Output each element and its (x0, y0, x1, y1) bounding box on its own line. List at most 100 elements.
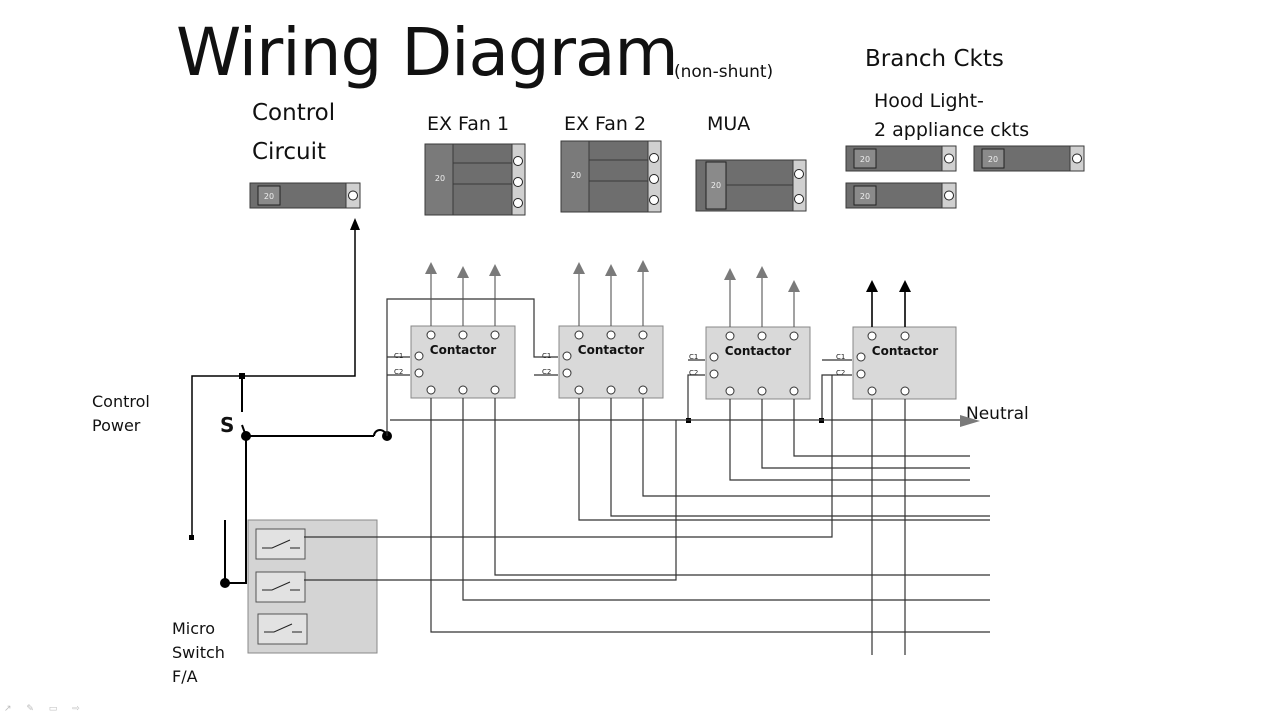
load-line (761, 399, 970, 469)
breaker-rating-text: 20 (264, 192, 274, 201)
svg-text:20: 20 (571, 171, 581, 180)
control-circuit-breaker: 20 (249, 182, 361, 209)
control-power-label-line1: Control (92, 392, 150, 411)
load-line (642, 398, 990, 497)
svg-text:20: 20 (711, 181, 721, 190)
load-terminal (789, 386, 799, 396)
slide-tools-icon[interactable]: ↗ ✎ ▭ ⇨ (4, 704, 86, 714)
line-terminal (725, 331, 735, 341)
load-terminal (867, 386, 877, 396)
contactor-label: Contactor (430, 343, 497, 357)
coil-terminal-c1 (562, 351, 572, 361)
line-terminal (900, 331, 910, 341)
coil-c1-label: C1 (836, 353, 845, 361)
micro-switch-label-line1: Micro (172, 619, 216, 638)
contactor-label: Contactor (578, 343, 645, 357)
coil-terminal-c2 (414, 368, 424, 378)
load-line (610, 398, 990, 517)
feed-arrow (756, 266, 768, 278)
control-power-label-line2: Power (92, 416, 141, 435)
contactor-label: Contactor (872, 344, 939, 358)
load-line (430, 398, 990, 633)
line-terminal (867, 331, 877, 341)
load-terminal (490, 385, 500, 395)
line-terminal (789, 331, 799, 341)
load-line (494, 398, 990, 576)
feed-arrow (573, 262, 585, 274)
coil-terminal-c1 (709, 352, 719, 362)
line-terminal (458, 330, 468, 340)
coil-c1-label: C1 (542, 352, 551, 360)
coil-c1-label: C1 (689, 353, 698, 361)
hood-light-breaker-2: 20 (973, 145, 1085, 172)
micro-switch-box (247, 519, 378, 654)
control-circuit-label-line1: Control (252, 100, 336, 126)
coil-c1-label: C1 (394, 352, 403, 360)
feed-arrow (788, 280, 800, 292)
control-wiring (189, 218, 392, 588)
contactor-label: Contactor (725, 344, 792, 358)
load-terminal (426, 385, 436, 395)
feed-arrow (724, 268, 736, 280)
load-terminal (757, 386, 767, 396)
neutral-label: Neutral (966, 404, 1029, 424)
branch-ckts-label: Branch Ckts (865, 46, 1004, 72)
hood-light-breaker-3: 20 (845, 182, 957, 209)
diagram-title: Wiring Diagram (176, 14, 679, 91)
feed-arrow (899, 280, 911, 292)
coil-c2-label: C2 (836, 369, 845, 377)
svg-text:20: 20 (988, 155, 998, 164)
load-terminal (900, 386, 910, 396)
ex-fan-2-label: EX Fan 2 (564, 113, 647, 135)
feed-arrow (425, 262, 437, 274)
load-line (793, 399, 970, 457)
micro-switch-label-line2: Switch (172, 643, 225, 662)
coil-terminal-c1 (414, 351, 424, 361)
coil-c2-label: C2 (394, 368, 403, 376)
coil-c2-label: C2 (689, 369, 698, 377)
line-terminal (574, 330, 584, 340)
mua-label: MUA (707, 113, 751, 135)
load-line (462, 398, 990, 601)
feed-arrow (457, 266, 469, 278)
load-line (729, 399, 970, 481)
svg-text:20: 20 (860, 192, 870, 201)
coil-terminal-c2 (562, 368, 572, 378)
load-terminal (725, 386, 735, 396)
switch-s-label: S (220, 413, 235, 437)
load-lines (425, 260, 990, 655)
coil-terminal-c2 (856, 369, 866, 379)
ex-fan-1-label: EX Fan 1 (427, 113, 510, 135)
line-terminal (490, 330, 500, 340)
mua-breaker: 20 (695, 159, 807, 212)
hood-light-label-line2: 2 appliance ckts (874, 119, 1030, 141)
load-line (578, 398, 990, 521)
feed-arrow (605, 264, 617, 276)
feed-arrow (637, 260, 649, 272)
svg-text:20: 20 (435, 174, 445, 183)
load-terminal (458, 385, 468, 395)
hood-light-breaker-1: 20 (845, 145, 957, 172)
feed-arrow (866, 280, 878, 292)
load-terminal (606, 385, 616, 395)
diagram-subtitle: (non-shunt) (674, 62, 774, 82)
line-terminal (757, 331, 767, 341)
hood-light-label-line1: Hood Light- (874, 90, 984, 112)
ex-fan-2-breaker: 20 (560, 140, 662, 213)
load-terminal (574, 385, 584, 395)
micro-switch-label-line3: F/A (172, 667, 198, 686)
coil-terminal-c1 (856, 352, 866, 362)
line-terminal (606, 330, 616, 340)
ex-fan-1-breaker: 20 (424, 143, 526, 216)
load-terminal (638, 385, 648, 395)
line-terminal (426, 330, 436, 340)
coil-c2-label: C2 (542, 368, 551, 376)
contactor-group: ContactorC1C2ContactorC1C2ContactorC1C2C… (394, 325, 957, 400)
coil-wiring (304, 298, 980, 581)
coil-terminal-c2 (709, 369, 719, 379)
control-circuit-label-line2: Circuit (252, 139, 327, 165)
